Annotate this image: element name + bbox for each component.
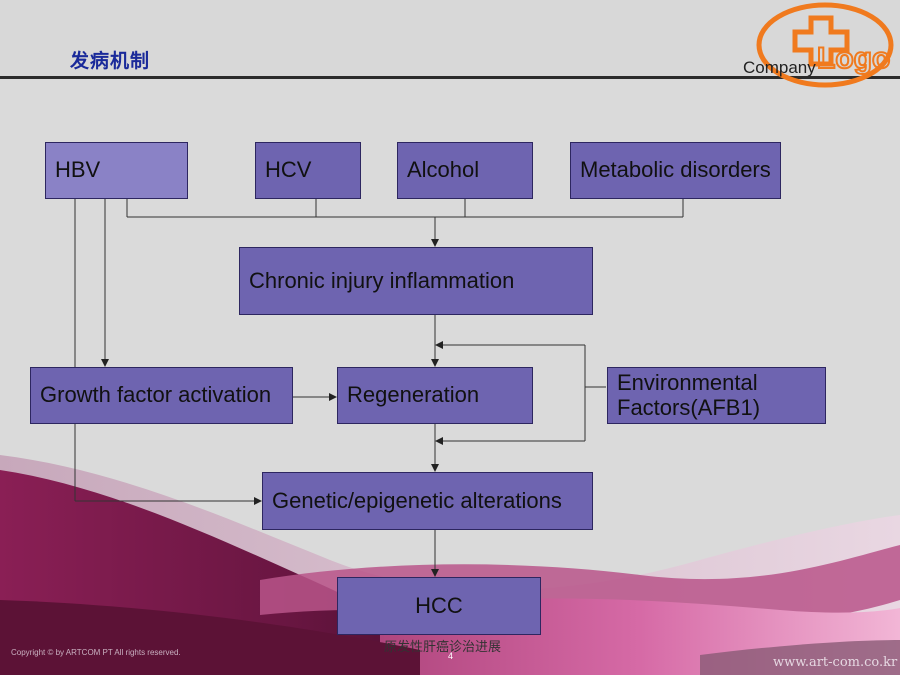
- node-chronic-injury: Chronic injury inflammation: [239, 247, 593, 315]
- node-hcc-label: HCC: [415, 592, 463, 618]
- node-env-label-line2: Factors(AFB1): [617, 394, 761, 420]
- cross-icon: [792, 15, 850, 67]
- node-alcohol-label: Alcohol: [407, 157, 480, 183]
- node-alcohol: Alcohol: [397, 142, 533, 199]
- node-growth-label: Growth factor activation: [40, 382, 272, 408]
- footer-caption: 原发性肝癌诊治进展: [384, 639, 502, 654]
- logo-text: Logo: [817, 42, 890, 75]
- node-hcv: HCV: [255, 142, 361, 199]
- node-regeneration: Regeneration: [337, 367, 533, 424]
- footer-copyright: Copyright © by ARTCOM PT All rights rese…: [11, 648, 181, 657]
- node-regeneration-label: Regeneration: [347, 382, 480, 408]
- node-hbv: HBV: [45, 142, 188, 199]
- node-metabolic-label: Metabolic disorders: [580, 157, 771, 183]
- company-logo: Logo: [756, 2, 894, 88]
- node-hcc: HCC: [337, 577, 541, 635]
- node-metabolic-disorders: Metabolic disorders: [570, 142, 781, 199]
- node-env-label-line1: Environmental: [617, 370, 758, 396]
- header-divider: [0, 76, 900, 79]
- node-genetic-label: Genetic/epigenetic alterations: [272, 487, 562, 513]
- node-environmental-factors: Environmental Factors(AFB1): [607, 367, 826, 424]
- page-number: 4: [448, 651, 454, 661]
- node-genetic-alterations: Genetic/epigenetic alterations: [262, 472, 593, 530]
- page-title: 发病机制: [70, 50, 151, 72]
- node-chronic-label: Chronic injury inflammation: [249, 267, 515, 293]
- company-label: Company: [743, 58, 816, 77]
- node-hcv-label: HCV: [265, 157, 312, 183]
- node-hbv-label: HBV: [55, 157, 101, 183]
- node-growth-factor: Growth factor activation: [30, 367, 293, 424]
- header-band: [0, 0, 900, 78]
- footer-url[interactable]: www.art-com.co.kr: [773, 655, 898, 670]
